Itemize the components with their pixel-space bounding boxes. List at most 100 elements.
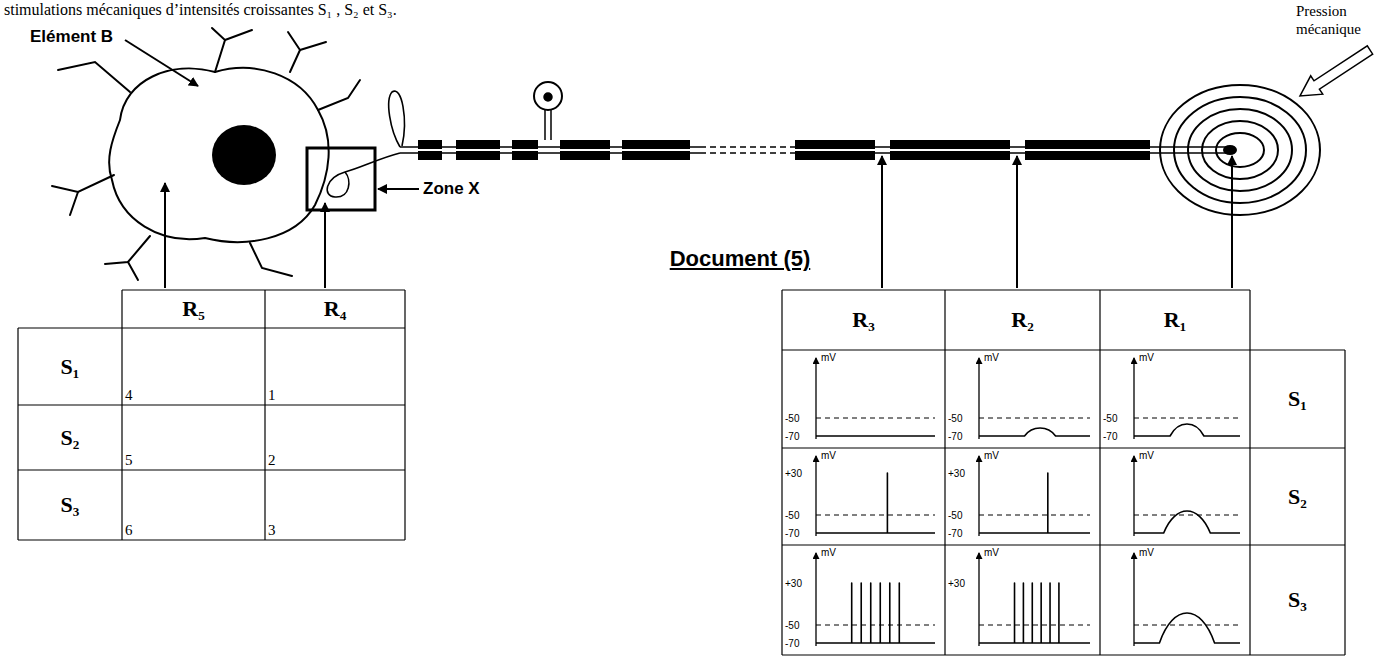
cell-nucleus <box>544 93 552 101</box>
threshold-line <box>979 625 1090 626</box>
voltage-axis <box>815 553 816 646</box>
recording-point: R₁ <box>1100 290 1250 350</box>
axis-unit: mV <box>984 449 1010 462</box>
axis-value: -50 <box>785 508 813 522</box>
dendrite <box>105 236 150 264</box>
potential-trace <box>1134 424 1240 436</box>
table-line <box>18 469 405 470</box>
part-name: Elément B <box>30 26 135 48</box>
pointer-arrows <box>125 40 1232 288</box>
potential-trace <box>1134 613 1240 643</box>
dendrite <box>58 62 130 92</box>
stimulus-name: S₃ <box>18 470 122 540</box>
cell-number: 1 <box>265 328 405 405</box>
axon-branch <box>389 91 405 147</box>
axis-unit: mV <box>821 449 847 462</box>
axis-unit: mV <box>1139 546 1165 559</box>
table-line <box>782 654 1345 655</box>
dendrite <box>300 42 326 50</box>
axon-core-line <box>418 149 690 151</box>
table-line <box>1344 350 1345 655</box>
recording-point: R₅ <box>122 290 265 328</box>
table-line <box>782 349 1345 350</box>
table-line <box>782 289 1250 290</box>
cell-stalk <box>550 109 552 140</box>
voltage-axis <box>1133 358 1134 439</box>
axis-unit: mV <box>821 546 847 559</box>
axis-unit: mV <box>984 546 1010 559</box>
threshold-line <box>816 625 935 626</box>
axis-value: +30 <box>785 466 813 480</box>
left-table-grid <box>18 290 405 540</box>
axon-core <box>418 149 1150 151</box>
electrode-arrow <box>1231 156 1233 288</box>
table-line <box>1099 290 1100 655</box>
voltage-axis <box>978 456 979 536</box>
axis-value: -70 <box>785 526 813 540</box>
receptor-layer <box>1202 121 1278 179</box>
nucleus <box>212 125 276 185</box>
cell-stalk <box>544 109 546 140</box>
potential-trace <box>816 435 935 437</box>
cell-body-circle <box>534 82 562 110</box>
pressure-arrow <box>1300 46 1373 96</box>
receptor-layer <box>1174 97 1306 203</box>
cell-number: 3 <box>265 470 405 540</box>
electrode-arrow <box>324 203 326 288</box>
instruction-text: stimulations mécaniques d’intensités cro… <box>4 1 444 23</box>
voltage-axis <box>978 553 979 646</box>
dendrite <box>70 192 78 215</box>
voltage-axis <box>1133 553 1134 646</box>
voltage-axis <box>815 456 816 536</box>
potential-trace <box>979 583 1090 643</box>
potential-trace <box>816 583 935 643</box>
axis-value: -70 <box>1103 429 1131 443</box>
axis-value: +30 <box>948 466 976 480</box>
axis-value: +30 <box>785 576 813 590</box>
electrode-arrow <box>881 156 883 288</box>
table-line <box>782 447 1345 448</box>
axis-unit: mV <box>1139 351 1165 364</box>
axis-value: +30 <box>948 576 976 590</box>
recording-point: R₄ <box>265 290 405 328</box>
table-line <box>18 539 405 540</box>
table-line <box>18 327 405 328</box>
threshold-line <box>816 515 935 516</box>
axis-value: -50 <box>785 411 813 425</box>
table-line <box>122 289 405 290</box>
dendrite <box>288 32 300 72</box>
receptor-layer <box>1216 133 1264 167</box>
receptor-layer <box>1160 85 1320 215</box>
axis-value: -50 <box>1103 411 1131 425</box>
stimulus-name: S₂ <box>1250 448 1345 545</box>
axis-value: -70 <box>948 526 976 540</box>
voltage-axis <box>978 358 979 439</box>
threshold-line <box>1134 515 1240 516</box>
threshold-line <box>979 515 1090 516</box>
table-line <box>17 328 18 540</box>
nerve-ending <box>1224 146 1236 154</box>
table-line <box>264 290 265 540</box>
table-line <box>781 290 782 655</box>
potential-trace <box>979 473 1090 533</box>
axis-unit: mV <box>1139 449 1165 462</box>
table-line <box>121 290 122 540</box>
axis-unit: mV <box>821 351 847 364</box>
table-line <box>944 290 945 655</box>
cell-number: 2 <box>265 405 405 470</box>
stimulus-name: S₂ <box>18 405 122 470</box>
stimulus-name: S₁ <box>18 328 122 405</box>
cell-number: 5 <box>122 405 265 470</box>
leader-arrow <box>378 188 419 190</box>
axis-value: -50 <box>948 508 976 522</box>
potential-trace <box>1134 511 1240 533</box>
threshold-line <box>979 418 1090 419</box>
axis-value: -70 <box>785 636 813 650</box>
potential-trace <box>979 428 1090 436</box>
dendrite <box>250 243 292 276</box>
dendrite <box>225 30 252 40</box>
right-table-grid <box>782 290 1345 655</box>
zone-label: Zone X <box>423 178 513 200</box>
axis-value: -50 <box>785 618 813 632</box>
